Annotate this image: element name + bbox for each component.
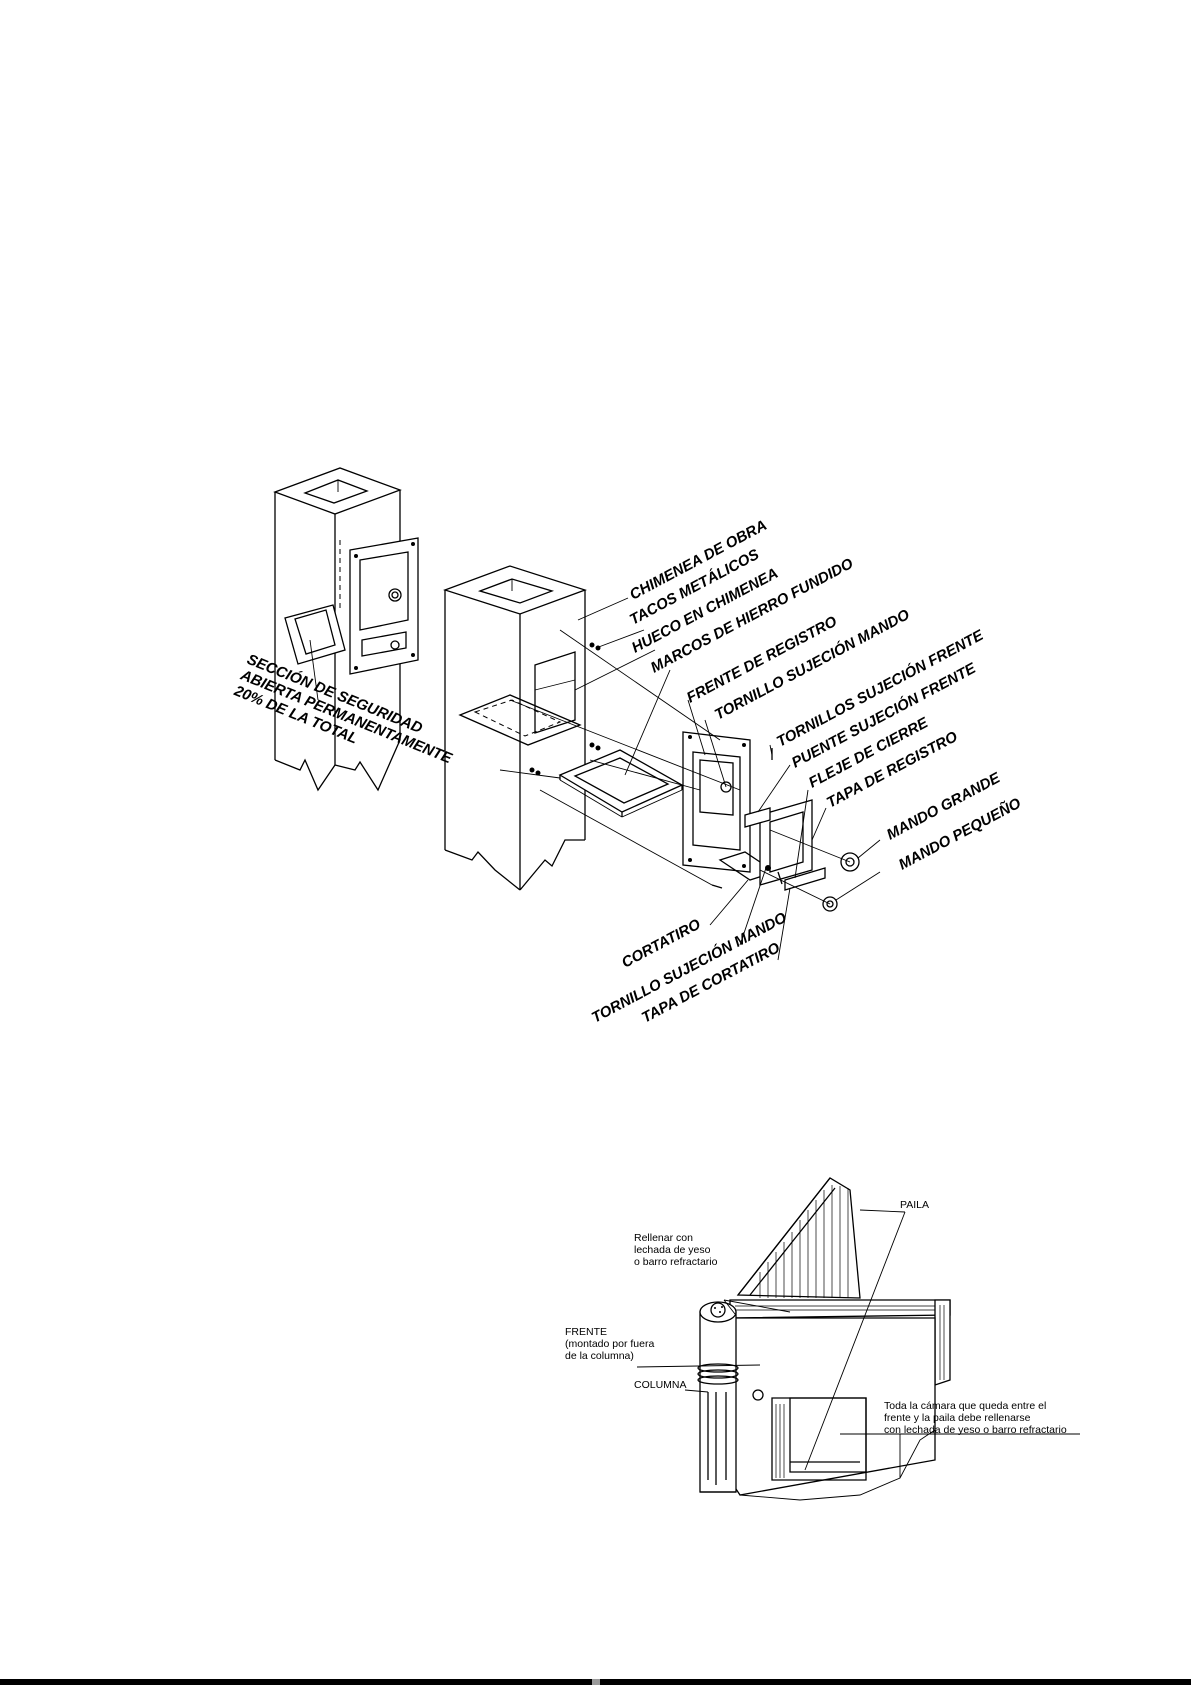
screws [711,748,783,889]
fill-note-3: o barro refractario [634,1256,718,1268]
frente-note-2: (montado por fuera [565,1338,654,1350]
bolt-icon [752,1389,764,1401]
label-paila: PAILA [900,1199,929,1211]
chamber-note-2: frente y la paila debe rellenarse [884,1412,1031,1424]
fill-note-2: lechada de yeso [634,1244,711,1256]
leader-lines [574,597,881,961]
safety-section-label: SECCIÓN DE SEGURIDAD ABIERTA PERMANENTAM… [231,650,455,768]
register-cover [744,799,826,891]
knobs [822,852,860,912]
exploded-chimney [443,565,601,891]
assembled-chimney [273,467,419,792]
chamber-note-3: con lechada de yeso o barro refractario [884,1424,1067,1436]
parts-labels-lower: CORTATIRO TORNILLO SUJECIÓN MANDO TAPA D… [588,908,789,1026]
paila-triangle [736,1177,861,1299]
frente-note-1: FRENTE [565,1326,607,1338]
frente-note-3: de la columna) [565,1350,634,1362]
section-view-labels: PAILA Rellenar con lechada de yeso o bar… [565,1199,1067,1436]
bottom-edge-notch [592,1679,600,1685]
assembly-axis-lines [499,629,851,905]
section-view [636,1177,1080,1501]
chamber-note-1: Toda la cámara que queda entre el [884,1400,1046,1412]
fill-note-1: Rellenar con [634,1232,693,1244]
column [699,1311,737,1493]
safety-line-2: ABIERTA PERMANENTAMENTE [237,666,455,767]
label-columna: COLUMNA [634,1379,687,1391]
